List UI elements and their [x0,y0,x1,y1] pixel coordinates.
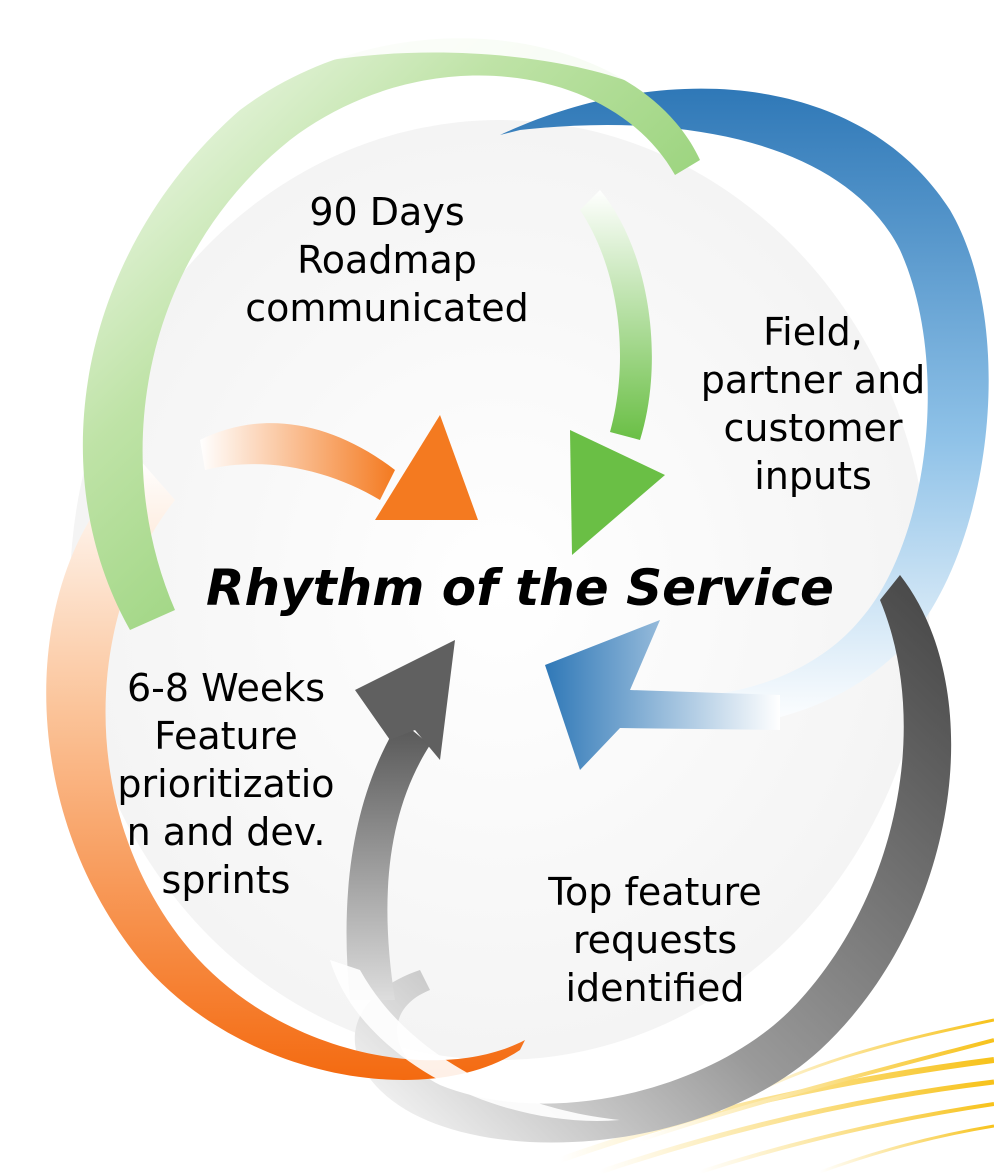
green-arrow-body [580,190,652,440]
green-arrow-head [570,430,665,555]
stage-label-line: Top feature [548,870,762,914]
center-disk [70,120,930,1060]
white-highlight-sweep [330,960,620,1121]
stage-label-line: 90 Days [309,190,465,234]
stage-label-line: Roadmap [297,238,477,282]
stage-label-line: communicated [245,286,529,330]
orange-cycle-ring [46,460,526,1080]
stage-label-line: customer [723,406,903,450]
stage-label-prioritization: 6-8 Weeks Feature prioritizatio n and de… [96,664,356,904]
gray-cycle-ring [354,575,952,1143]
white-highlight-sweep [260,10,650,90]
diagram-title: Rhythm of the Service [206,559,834,617]
stage-label-line: identified [565,966,745,1010]
stage-label-line: 6-8 Weeks [126,666,326,710]
stage-label-line: requests [572,918,738,962]
stage-label-roadmap: 90 Days Roadmap communicated [222,188,552,332]
stage-label-line: n and dev. [126,810,326,854]
stage-label-line: prioritizatio [117,762,335,806]
stage-label-requests: Top feature requests identified [510,868,800,1012]
gray-arrow-body [346,720,430,1000]
gold-swoosh-lines [558,1018,994,1174]
stage-label-line: sprints [161,858,291,902]
orange-arrow-head [375,415,478,520]
green-cycle-ring [82,38,700,630]
stage-label-line: Field, [763,310,863,354]
stage-label-line: Feature [154,714,298,758]
stage-label-inputs: Field, partner and customer inputs [688,308,938,500]
gray-arrow-head [355,640,455,760]
orange-arrow-body [200,423,395,500]
blue-arrow-head [545,620,780,770]
stage-label-line: inputs [754,454,872,498]
stage-label-line: partner and [700,358,926,402]
